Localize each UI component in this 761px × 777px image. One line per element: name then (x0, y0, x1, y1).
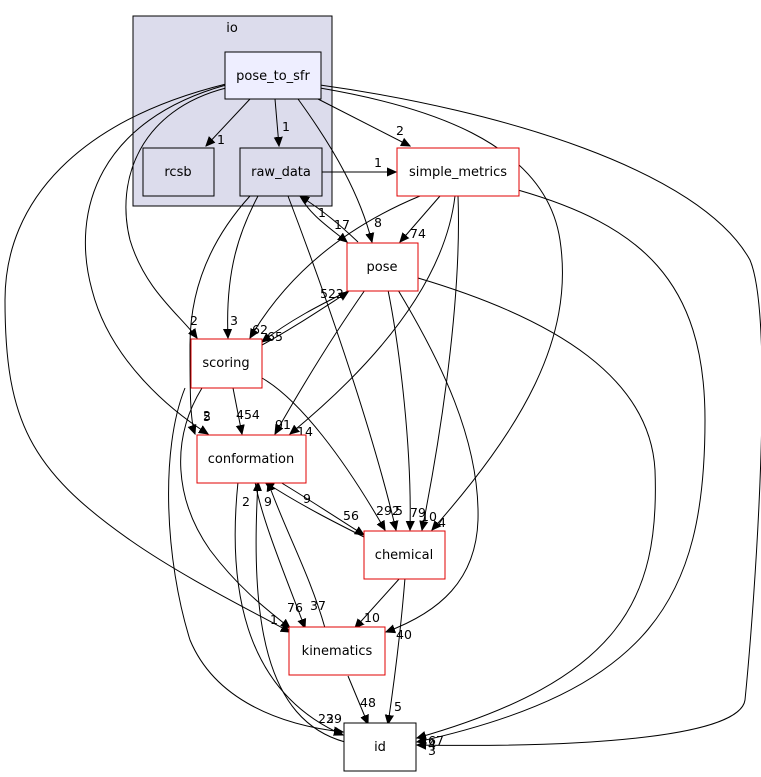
edge-simple_metrics-conformation (290, 195, 456, 434)
edge-pose_to_sfr-rcsb (206, 98, 251, 146)
edge-simple_metrics-scoring (250, 195, 421, 338)
node-label: scoring (202, 356, 249, 371)
node-label: simple_metrics (409, 165, 507, 180)
node-kinematics[interactable]: kinematics (288, 626, 386, 676)
edge-label: 1 (374, 155, 382, 170)
edge-label: 5 (203, 409, 211, 424)
edge-label: 1 (318, 205, 326, 220)
edge-pose-id (417, 277, 656, 738)
node-scoring[interactable]: scoring (190, 338, 263, 389)
edge-pose-raw_data (300, 196, 359, 243)
node-label: chemical (375, 548, 433, 563)
node-pose_to_sfr[interactable]: pose_to_sfr (224, 51, 322, 100)
edge-conformation-kinematics (254, 481, 305, 628)
edge-scoring-pose (261, 292, 348, 346)
edge-label: 2 (396, 123, 404, 138)
edge-scoring-id (168, 387, 343, 732)
node-rcsb[interactable]: rcsb (142, 147, 215, 197)
edge-label: 2 (203, 408, 211, 423)
edge-kinematics-conformation (268, 482, 326, 629)
edge-label: 79 (410, 505, 426, 520)
edges (4, 83, 761, 745)
edge-conformation-id (234, 481, 343, 735)
edge-pose_to_sfr-scoring (125, 87, 227, 338)
node-label: pose (367, 260, 398, 275)
edge-pose_to_sfr-chemical (319, 87, 563, 530)
edge-label: 5 (395, 503, 403, 518)
node-label: kinematics (302, 644, 373, 659)
edge-label: 48 (360, 695, 376, 710)
edge-label: 74 (410, 226, 426, 241)
edge-label: 40 (396, 627, 412, 642)
edge-chemical-id (388, 577, 406, 724)
edge-label: 10 (421, 509, 437, 524)
edge-label: 2 (190, 313, 198, 328)
edge-kinematics-id (347, 675, 368, 724)
edge-label: 8 (374, 215, 382, 230)
node-label: raw_data (251, 165, 311, 180)
edge-scoring-kinematics (180, 387, 290, 628)
node-pose[interactable]: pose (346, 242, 419, 292)
edge-label: 65 (267, 329, 283, 344)
edge-simple_metrics-id (417, 189, 706, 742)
edge-label: 37 (310, 598, 326, 613)
edge-label: 5 (394, 699, 402, 714)
edge-scoring-chemical (261, 377, 385, 530)
edge-label: 29 (326, 711, 342, 726)
edge-label: 9 (303, 491, 311, 506)
node-label: conformation (208, 452, 295, 467)
node-raw_data[interactable]: raw_data (239, 147, 323, 197)
edge-label: 9 (264, 494, 272, 509)
edge-scoring-conformation (232, 387, 242, 434)
edge-raw_data-conformation (190, 195, 251, 434)
edge-label: 10 (364, 610, 380, 625)
edge-label: 91 (275, 417, 291, 432)
edge-pose_to_sfr-kinematics (4, 83, 290, 632)
edge-raw_data-chemical (287, 195, 396, 530)
edge-simple_metrics-chemical (422, 195, 459, 530)
edge-pose_to_sfr-id (319, 84, 761, 745)
edge-label: 2 (242, 494, 250, 509)
edge-label: 1 (282, 119, 290, 134)
edge-label: 1 (217, 132, 225, 147)
node-conformation[interactable]: conformation (196, 434, 307, 484)
node-id[interactable]: id (343, 722, 417, 772)
node-label: id (374, 740, 386, 755)
node-chemical[interactable]: chemical (363, 530, 446, 580)
edge-conformation-chemical (279, 481, 364, 535)
edge-pose-chemical (387, 289, 410, 530)
cluster-io-label: io (226, 21, 238, 36)
edge-label: 76 (287, 600, 303, 615)
edge-pose-kinematics (386, 289, 479, 632)
edge-pose_to_sfr-pose (297, 98, 372, 242)
node-label: pose_to_sfr (236, 69, 310, 84)
edge-label: 3 (230, 313, 238, 328)
edge-label: 56 (343, 508, 359, 523)
edge-label: 1 (270, 612, 278, 627)
edge-pose_to_sfr-raw_data (275, 98, 279, 146)
edge-pose-conformation (275, 289, 366, 434)
edge-label: 67 (428, 733, 444, 748)
edge-id-conformation (256, 482, 346, 743)
edge-chemical-kinematics (355, 577, 401, 628)
edge-pose_to_sfr-conformation (85, 84, 227, 434)
edge-raw_data-scoring (228, 195, 259, 338)
edge-label: 17 (334, 217, 350, 232)
edge-label: 3 (428, 743, 436, 758)
edge-label: 522 (320, 286, 344, 301)
edge-label: 4 (438, 515, 446, 530)
edge-label: 292 (376, 503, 400, 518)
edge-simple_metrics-pose (400, 195, 441, 242)
edge-pose_to_sfr-simple_metrics (317, 98, 410, 146)
node-label: rcsb (164, 165, 191, 180)
edge-labels: 1 1 2 1 8 17 1 74 2 3 62 522 65 5 2 454 … (190, 119, 446, 758)
edge-label: 454 (236, 407, 260, 422)
node-simple_metrics[interactable]: simple_metrics (396, 147, 520, 197)
edge-label: 62 (252, 322, 268, 337)
edge-label: 23 (318, 711, 334, 726)
edge-label: 4 (428, 737, 436, 752)
